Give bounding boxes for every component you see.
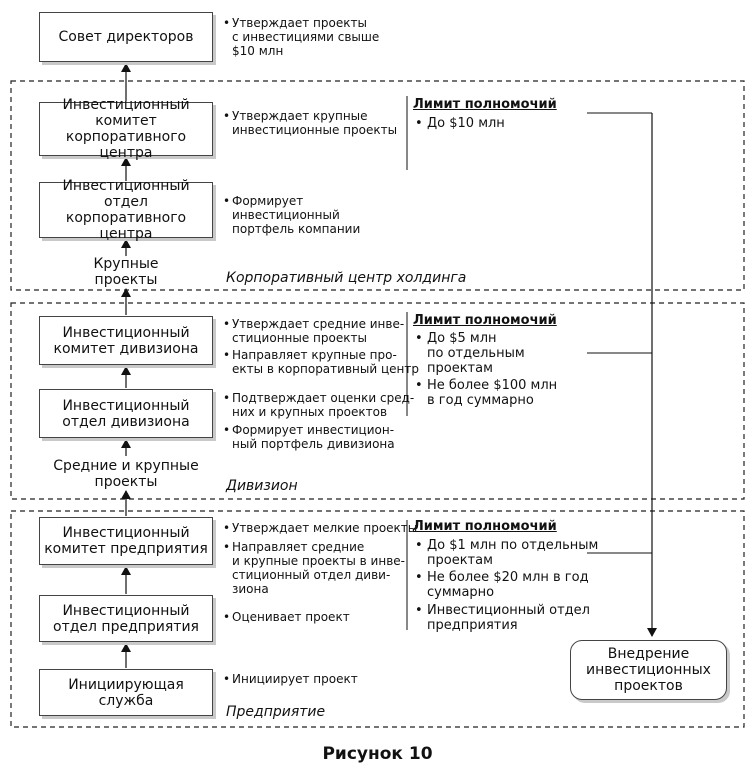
inv-committee-corp-box: Инвестиционный комитет корпоративного це… [39,97,213,161]
limit-enterprise-3: •Инвестиционный отдел предприятия [415,603,590,633]
zone-label-division: Дивизион [226,478,298,494]
flow-label-large-projects: Крупные проекты [93,256,159,288]
bullet-committee-ent-1: •Утверждает мелкие проекты [223,521,418,535]
inv-dept-ent-box: Инвестиционный отдел предприятия [39,595,213,642]
figure-caption: Рисунок 10 [322,744,433,764]
limit-title-enterprise: Лимит полномочий [413,519,557,534]
inv-committee-ent-box: Инвестиционный комитет предприятия [39,517,213,565]
bullet-initiating: •Инициирует проект [223,672,358,686]
zone-frame-division [10,302,745,500]
limit-enterprise-1: •До $1 млн по отдельным проектам [415,538,599,568]
initiating-service-label: Инициирующая служба [68,676,184,709]
bullet-board: •Утверждает проекты с инвестициями свыше… [223,16,380,58]
initiating-service-box: Инициирующая служба [39,669,213,716]
bullet-committee-ent-2: •Направляет средние и крупные проекты в … [223,540,405,596]
board-of-directors-label: Совет директоров [58,29,194,45]
inv-dept-div-label: Инвестиционный отдел дивизиона [62,397,190,430]
board-of-directors-box: Совет директоров [39,12,213,62]
limit-corporate-1: •До $10 млн [415,116,505,131]
inv-committee-ent-label: Инвестиционный комитет предприятия [44,525,208,557]
inv-committee-div-box: Инвестиционный комитет дивизиона [39,316,213,365]
zone-frame-enterprise [10,510,745,728]
inv-dept-corp-box: Инвестиционный отдел корпоративного цент… [39,178,213,242]
zone-label-corporate: Корпоративный центр холдинга [226,270,467,286]
bullet-dept-div-1: •Подтверждает оценки сред- них и крупных… [223,391,415,419]
bullet-committee-corp: •Утверждает крупные инвестиционные проек… [223,109,398,137]
limit-division-1: •До $5 млн по отдельным проектам [415,331,525,376]
zone-frame-corporate [10,80,745,291]
flow-label-medium-large-projects: Средние и крупные проекты [53,458,199,490]
limit-title-corporate: Лимит полномочий [413,97,557,112]
bullet-committee-div-2: •Направляет крупные про- екты в корпорат… [223,348,419,376]
implementation-box: Внедрение инвестиционных проектов [570,640,727,700]
inv-committee-corp-label: Инвестиционный комитет корпоративного це… [62,97,190,161]
limit-enterprise-2: •Не более $20 млн в год суммарно [415,570,589,600]
inv-committee-div-label: Инвестиционный комитет дивизиона [53,324,199,357]
bullet-dept-ent: •Оценивает проект [223,610,350,624]
bullet-dept-div-2: •Формирует инвестицион- ный портфель див… [223,423,395,451]
limit-division-2: •Не более $100 млн в год суммарно [415,378,558,408]
bullet-committee-div-1: •Утверждает средние инве- стиционные про… [223,317,405,345]
inv-dept-ent-label: Инвестиционный отдел предприятия [53,602,199,635]
zone-label-enterprise: Предприятие [226,704,326,720]
limit-title-division: Лимит полномочий [413,313,557,328]
bullet-dept-corp: •Формирует инвестиционный портфель компа… [223,194,361,236]
inv-dept-corp-label: Инвестиционный отдел корпоративного цент… [62,178,190,242]
inv-dept-div-box: Инвестиционный отдел дивизиона [39,389,213,438]
implementation-label: Внедрение инвестиционных проектов [586,646,711,694]
